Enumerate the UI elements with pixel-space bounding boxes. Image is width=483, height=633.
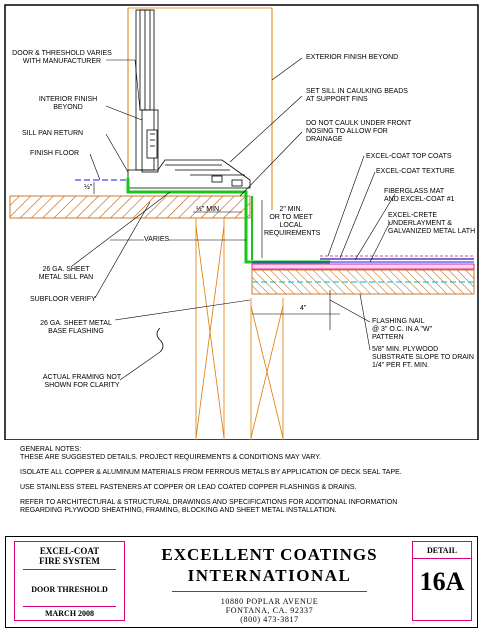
title-block: EXCEL-COAT FIRE SYSTEM DOOR THRESHOLD MA… xyxy=(5,536,478,628)
callout-excel-crete: EXCEL-CRETE UNDERLAYMENT & GALVANIZED ME… xyxy=(388,212,476,235)
notes-heading: GENERAL NOTES: xyxy=(20,446,82,453)
dim-varies: VARIES xyxy=(144,236,170,244)
dim-half-inch: ½" xyxy=(84,184,93,191)
note-3: USE STAINLESS STEEL FASTENERS AT COPPER … xyxy=(20,484,357,491)
deck-layers xyxy=(251,255,475,295)
leader-lines xyxy=(71,57,396,351)
address-line2: FONTANA, CA. 92337 xyxy=(225,606,314,615)
subfloor xyxy=(9,195,251,219)
callout-subfloor: SUBFLOOR VERIFY xyxy=(30,296,96,303)
callout-base-flashing: 26 GA. SHEET METAL BASE FLASHING xyxy=(40,320,112,335)
callout-do-not-caulk: DO NOT CAULK UNDER FRONT NOSING TO ALLOW… xyxy=(306,120,412,143)
callout-exterior-finish: EXTERIOR FINISH BEYOND xyxy=(306,54,399,61)
callout-fiberglass: FIBERGLASS MAT AND EXCEL-COAT #1 xyxy=(384,188,455,203)
address-line1: 10880 POPLAR AVENUE xyxy=(220,597,319,606)
callout-finish-floor: FINISH FLOOR xyxy=(30,150,80,157)
phone: (800) 473-3817 xyxy=(240,615,299,624)
callout-sill-pan-return: SILL PAN RETURN xyxy=(22,130,84,137)
framing-members xyxy=(195,218,284,440)
general-notes: GENERAL NOTES: THESE ARE SUGGESTED DETAI… xyxy=(20,446,470,522)
exterior-wall-beyond xyxy=(127,7,273,210)
detail-number-panel: DETAIL 16A xyxy=(412,541,472,621)
company-line2: INTERNATIONAL xyxy=(187,566,352,585)
break-mark xyxy=(156,327,164,353)
detail-label: DETAIL xyxy=(426,546,458,555)
callout-set-sill: SET SILL IN CAULKING BEADS AT SUPPORT FI… xyxy=(306,88,408,103)
title-block-system-panel: EXCEL-COAT FIRE SYSTEM DOOR THRESHOLD MA… xyxy=(14,541,125,621)
system-name: EXCEL-COAT FIRE SYSTEM xyxy=(39,546,100,566)
callout-flashing-nail: FLASHING NAIL @ 3" O.C. IN A "W" PATTERN xyxy=(372,318,433,341)
detail-date: MARCH 2008 xyxy=(44,609,95,618)
company-panel: EXCELLENT COATINGS INTERNATIONAL 10880 P… xyxy=(132,541,407,624)
callout-top-coats: EXCEL-COAT TOP COATS xyxy=(366,153,452,160)
detail-name: DOOR THRESHOLD xyxy=(31,585,108,594)
dimension-lines xyxy=(93,182,340,330)
callout-door-threshold: DOOR & THRESHOLD VARIES WITH MANUFACTURE… xyxy=(12,50,112,65)
callout-sill-pan: 26 GA. SHEET METAL SILL PAN xyxy=(38,266,94,281)
company-line1: EXCELLENT COATINGS xyxy=(161,545,378,564)
callout-texture: EXCEL-COAT TEXTURE xyxy=(376,168,455,175)
dim-two-min: 2" MIN. OR TO MEET LOCAL REQUIREMENTS xyxy=(264,206,321,237)
dim-half-min: ½" MIN. xyxy=(196,206,222,213)
dim-four-inch: 4" xyxy=(300,305,307,313)
threshold-sill xyxy=(127,159,251,189)
note-1: THESE ARE SUGGESTED DETAILS. PROJECT REQ… xyxy=(20,454,321,461)
note-2: ISOLATE ALL COPPER & ALUMINUM MATERIALS … xyxy=(20,469,402,476)
callout-plywood: 5/8" MIN. PLYWOOD SUBSTRATE SLOPE TO DRA… xyxy=(372,346,474,369)
callout-interior-finish: INTERIOR FINISH BEYOND xyxy=(38,96,98,111)
door-frame xyxy=(135,9,159,173)
detail-number: 16A xyxy=(419,567,465,596)
drawing-border xyxy=(4,4,479,440)
threshold-detail-drawing xyxy=(4,4,479,440)
callout-framing: ACTUAL FRAMING NOT SHOWN FOR CLARITY xyxy=(42,374,122,389)
note-4: REFER TO ARCHITECTURAL & STRUCTURAL DRAW… xyxy=(20,499,398,514)
